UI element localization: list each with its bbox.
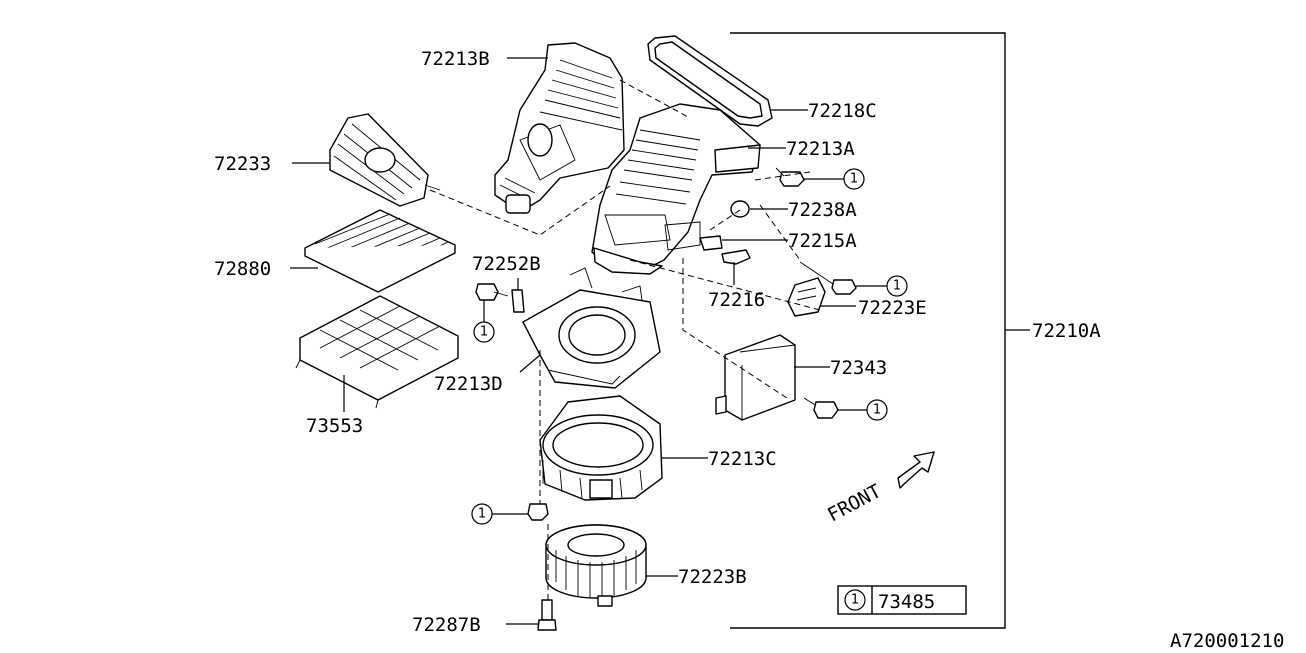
callout-1-b bbox=[886, 275, 908, 297]
label-72223E: 72223E bbox=[858, 297, 927, 319]
legend-box: 1 73485 bbox=[837, 585, 967, 615]
label-72223B: 72223B bbox=[678, 566, 747, 588]
motor-72223B bbox=[545, 524, 647, 607]
screw-72252B bbox=[475, 283, 509, 301]
label-73553: 73553 bbox=[306, 415, 363, 437]
screw-motor bbox=[527, 503, 549, 521]
label-72233: 72233 bbox=[214, 153, 271, 175]
screw-72343 bbox=[803, 397, 839, 419]
screw-72287B bbox=[537, 599, 557, 631]
assembly-line-1 bbox=[429, 79, 821, 401]
callout-1-c-text: 1 bbox=[873, 403, 881, 418]
legend-key: 1 bbox=[851, 593, 859, 608]
label-72213B: 72213B bbox=[421, 48, 490, 70]
callout-1-a-text: 1 bbox=[850, 172, 858, 187]
callout-1-e bbox=[471, 503, 493, 525]
label-72216: 72216 bbox=[708, 289, 765, 311]
actuator-72223E bbox=[787, 277, 826, 317]
case-73553 bbox=[295, 295, 459, 409]
label-72210A: 72210A bbox=[1032, 320, 1101, 342]
blower-case-72213C bbox=[539, 395, 663, 501]
diagram-code: A720001210 bbox=[1170, 630, 1284, 652]
label-72213C: 72213C bbox=[708, 448, 777, 470]
lever-72215A bbox=[699, 235, 723, 251]
label-72287B: 72287B bbox=[412, 614, 481, 636]
label-72218C: 72218C bbox=[808, 100, 877, 122]
label-72213A: 72213A bbox=[786, 138, 855, 160]
door-72233 bbox=[329, 113, 441, 207]
housing-72213A-shape bbox=[591, 103, 761, 275]
callout-1-e-text: 1 bbox=[478, 507, 486, 522]
label-72215A: 72215A bbox=[788, 230, 857, 252]
cover-72343 bbox=[715, 334, 796, 421]
grommet-72238A bbox=[730, 200, 750, 218]
case-72213D bbox=[522, 267, 661, 389]
filter-72880 bbox=[304, 209, 456, 293]
front-label: FRONT bbox=[824, 480, 885, 526]
label-72343: 72343 bbox=[830, 357, 887, 379]
legend-part: 73485 bbox=[878, 591, 935, 613]
duct-72213B-shape bbox=[494, 42, 625, 214]
front-arrow: FRONT bbox=[824, 451, 935, 526]
screw-72223E bbox=[799, 261, 857, 295]
label-72238A: 72238A bbox=[788, 199, 857, 221]
callout-1-b-text: 1 bbox=[893, 279, 901, 294]
leader-72213D bbox=[519, 354, 541, 373]
callout-1-a bbox=[843, 168, 865, 190]
assembly-line-2 bbox=[539, 350, 549, 600]
link-72216 bbox=[721, 249, 751, 265]
callout-1-d bbox=[473, 321, 495, 343]
label-72213D: 72213D bbox=[434, 373, 503, 395]
screw-72213A bbox=[775, 167, 805, 187]
callout-1-c bbox=[866, 399, 888, 421]
callout-1-d-text: 1 bbox=[480, 325, 488, 340]
label-72252B: 72252B bbox=[472, 253, 541, 275]
label-72880: 72880 bbox=[214, 258, 271, 280]
legend-callout bbox=[844, 589, 866, 611]
assembly-bracket bbox=[730, 32, 1006, 629]
gasket-72218C-shape bbox=[647, 35, 773, 127]
bracket-72252B bbox=[511, 289, 525, 313]
